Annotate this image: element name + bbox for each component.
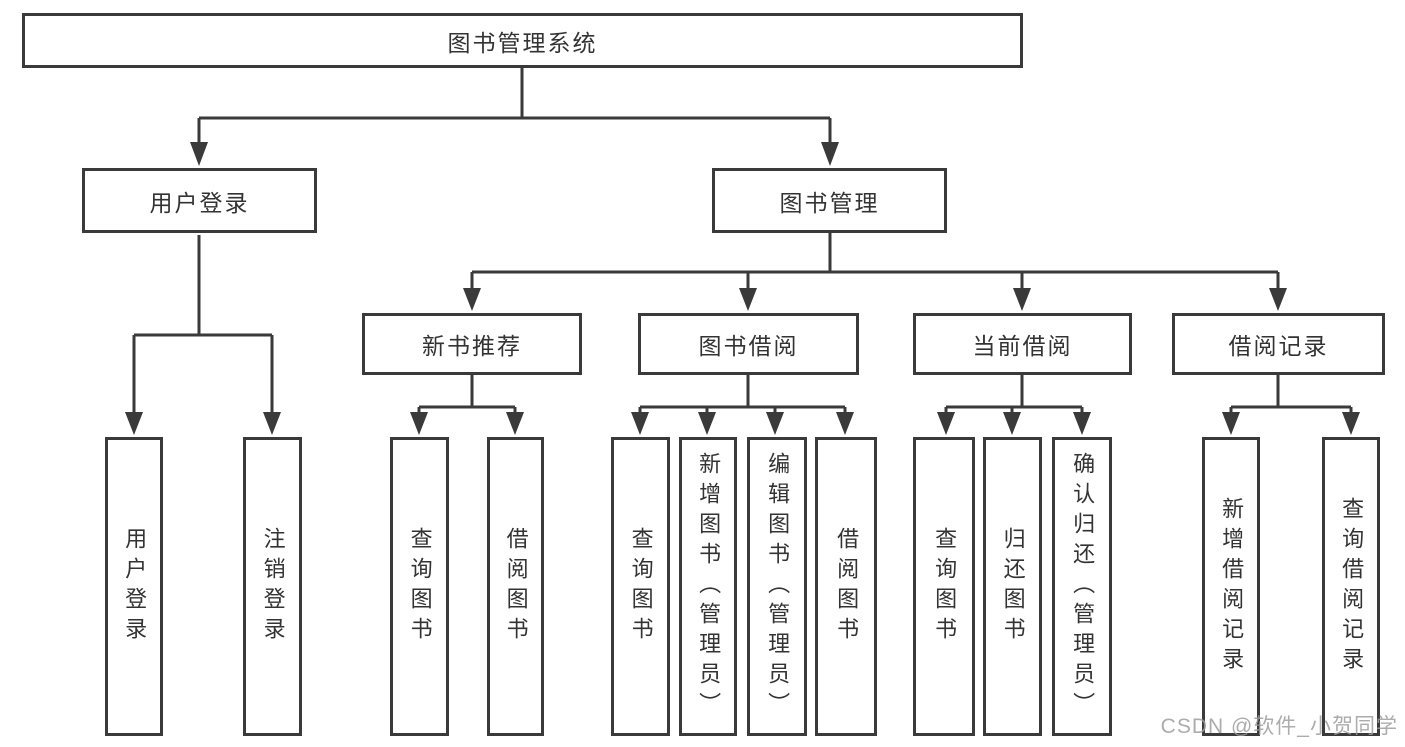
arrowhead-icon bbox=[698, 412, 716, 435]
arrowhead-icon bbox=[821, 142, 839, 166]
arrowhead-icon bbox=[263, 412, 281, 435]
leaf-borrow-books-label: 借阅图书 bbox=[834, 526, 860, 647]
leaf-borrow-books-recommend: 借阅图书 bbox=[487, 437, 544, 736]
leaf-query-borrow-record-label: 查询借阅记录 bbox=[1339, 496, 1365, 677]
arrowhead-icon bbox=[739, 288, 757, 311]
arrowhead-icon bbox=[1342, 412, 1360, 435]
leaf-logout-label: 注销登录 bbox=[260, 526, 286, 647]
leaf-return-books-label: 归还图书 bbox=[1000, 526, 1026, 647]
leaf-query-books-recommend-label: 查询图书 bbox=[407, 526, 433, 647]
leaf-confirm-return-admin: 确认归还（管理员） bbox=[1052, 437, 1112, 736]
leaf-add-books-admin-label: 新增图书（管理员） bbox=[696, 451, 722, 722]
arrowhead-icon bbox=[1073, 412, 1091, 435]
arrowhead-icon bbox=[1003, 412, 1021, 435]
node-book-management-label: 图书管理 bbox=[779, 189, 880, 216]
leaf-query-books-recommend: 查询图书 bbox=[390, 437, 449, 736]
arrowhead-icon bbox=[836, 412, 854, 435]
leaf-confirm-return-admin-label: 确认归还（管理员） bbox=[1070, 451, 1096, 722]
node-current-borrow: 当前借阅 bbox=[913, 313, 1132, 375]
leaf-query-books-borrow-label: 查询图书 bbox=[628, 526, 654, 647]
node-user-login: 用户登录 bbox=[82, 168, 317, 233]
arrowhead-icon bbox=[506, 412, 524, 435]
leaf-user-login: 用户登录 bbox=[105, 437, 163, 736]
node-borrow-records: 借阅记录 bbox=[1172, 313, 1385, 375]
arrowhead-icon bbox=[463, 288, 481, 311]
node-book-borrow-label: 图书借阅 bbox=[698, 333, 799, 359]
leaf-user-login-label: 用户登录 bbox=[122, 526, 148, 647]
arrowhead-icon bbox=[937, 412, 955, 435]
connector-newbookrec-children bbox=[417, 375, 517, 415]
arrowhead-icon bbox=[631, 412, 649, 435]
leaf-borrow-books-recommend-label: 借阅图书 bbox=[503, 526, 529, 647]
leaf-edit-books-admin: 编辑图书（管理员） bbox=[747, 437, 807, 736]
leaf-return-books: 归还图书 bbox=[983, 437, 1042, 736]
leaf-add-borrow-record-label: 新增借阅记录 bbox=[1219, 496, 1245, 677]
arrowhead-icon bbox=[410, 412, 428, 435]
arrowheads bbox=[125, 142, 1360, 435]
leaf-query-books-borrow: 查询图书 bbox=[611, 437, 670, 736]
node-borrow-records-label: 借阅记录 bbox=[1228, 333, 1329, 359]
node-new-book-recommend-label: 新书推荐 bbox=[422, 333, 522, 359]
leaf-query-books-current: 查询图书 bbox=[913, 437, 975, 736]
connector-userlogin-children bbox=[132, 235, 274, 415]
leaf-borrow-books: 借阅图书 bbox=[815, 437, 877, 736]
connector-bookmgmt-to-level3 bbox=[470, 233, 1280, 291]
node-book-borrow: 图书借阅 bbox=[638, 313, 859, 375]
leaf-logout: 注销登录 bbox=[243, 437, 302, 736]
arrowhead-icon bbox=[125, 412, 143, 435]
arrowhead-icon bbox=[1013, 288, 1031, 311]
leaf-add-books-admin: 新增图书（管理员） bbox=[679, 437, 737, 736]
csdn-watermark: CSDN @软件_小贺同学 bbox=[1160, 715, 1398, 738]
node-root: 图书管理系统 bbox=[22, 13, 1023, 68]
leaf-query-books-current-label: 查询图书 bbox=[932, 526, 958, 647]
arrowhead-icon bbox=[1222, 412, 1240, 435]
connector-currentborrow-children bbox=[944, 375, 1084, 415]
node-user-login-label: 用户登录 bbox=[149, 189, 250, 216]
arrowhead-icon bbox=[1269, 288, 1287, 311]
connector-stems bbox=[132, 68, 1353, 415]
connector-bookborrow-children bbox=[638, 375, 847, 415]
arrowhead-icon bbox=[190, 142, 208, 166]
leaf-edit-books-admin-label: 编辑图书（管理员） bbox=[765, 451, 791, 722]
arrowhead-icon bbox=[766, 412, 784, 435]
node-current-borrow-label: 当前借阅 bbox=[972, 333, 1073, 359]
leaf-query-borrow-record: 查询借阅记录 bbox=[1322, 437, 1380, 736]
node-book-management: 图书管理 bbox=[712, 168, 947, 233]
leaf-add-borrow-record: 新增借阅记录 bbox=[1202, 437, 1260, 736]
node-root-label: 图书管理系统 bbox=[447, 29, 598, 56]
node-new-book-recommend: 新书推荐 bbox=[362, 313, 582, 375]
connector-borrowrecords-children bbox=[1229, 375, 1353, 415]
connector-root-to-level2 bbox=[197, 68, 832, 146]
